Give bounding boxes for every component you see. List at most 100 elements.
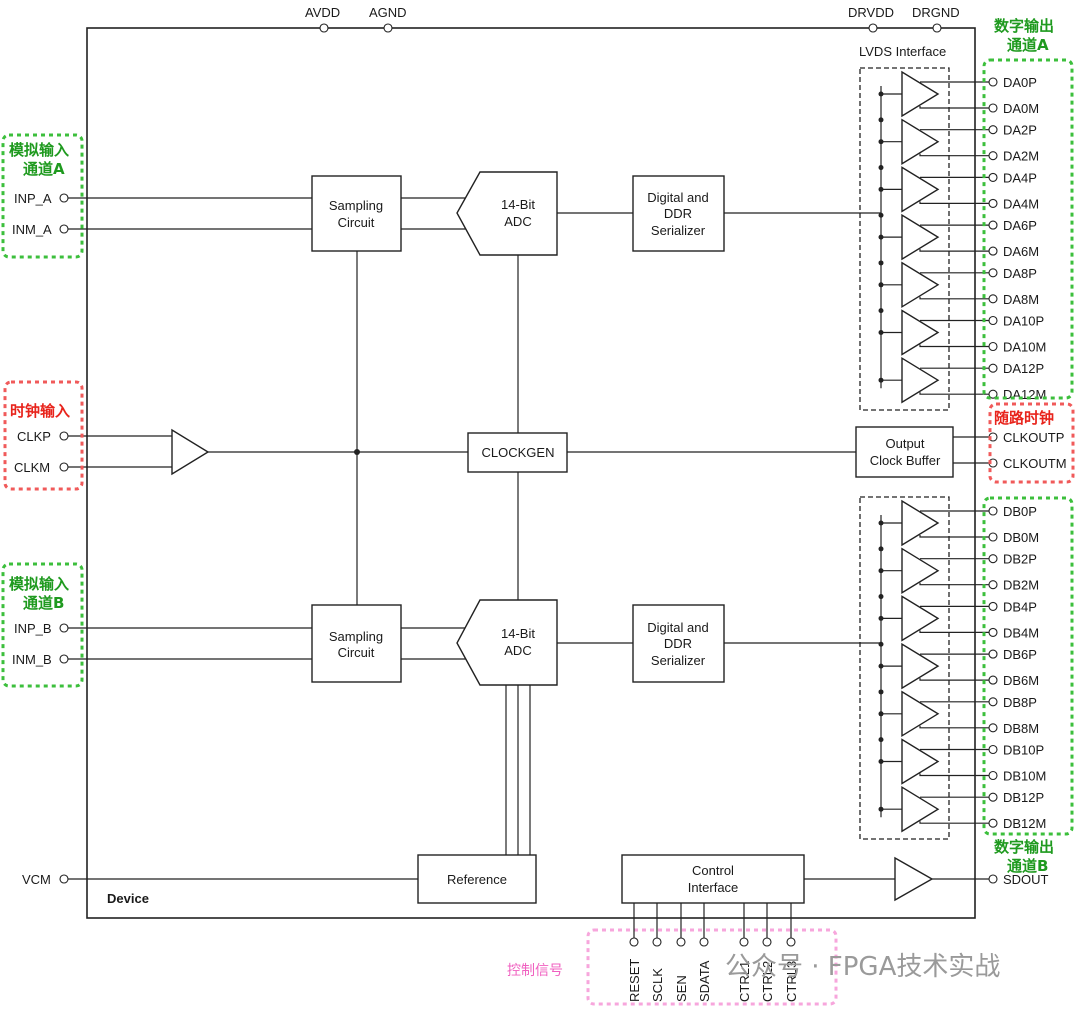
pin-drgnd	[932, 23, 942, 33]
pin-label-vcm: VCM	[22, 872, 51, 887]
lvds-a-driver	[901, 118, 940, 165]
annotation-digital-b-2: 通道B	[1007, 857, 1048, 875]
pin-ctrl2	[762, 937, 772, 947]
analog-b-highlight	[1, 562, 84, 688]
pin-label-db12p: DB12P	[1003, 790, 1044, 805]
pin-label-sen: SEN	[674, 975, 689, 1002]
clockgen-label: CLOCKGEN	[482, 445, 555, 460]
lvds-b-junction	[878, 594, 884, 600]
pin-label-clkoutp: CLKOUTP	[1003, 430, 1064, 445]
serializer-a-label-2: DDR	[664, 206, 692, 221]
pin-label-sdout: SDOUT	[1003, 872, 1049, 887]
adc-b-label-1: 14-Bit	[501, 626, 535, 641]
lvds-b-driver	[901, 642, 940, 690]
pin-sclk	[652, 937, 662, 947]
lvds-a-driver	[901, 356, 940, 404]
lvds-a-driver	[901, 261, 940, 309]
annotation-digital-a-1: 数字输出	[994, 17, 1054, 35]
lvds-a-junction	[878, 139, 884, 145]
channel-a: INP_A INM_A Sampling Circuit 14-Bit ADC …	[12, 171, 881, 256]
serializer-b-label-2: DDR	[664, 636, 692, 651]
clock-path: CLKP CLKM CLOCKGEN Output Clock Buffer C…	[14, 251, 1067, 605]
lvds-b-driver	[901, 785, 940, 833]
pin-label-clkoutm: CLKOUTM	[1003, 456, 1067, 471]
sampling-circuit-b	[311, 604, 402, 683]
serializer-a-label-3: Serializer	[651, 223, 706, 238]
pin-ctrl1	[739, 937, 749, 947]
annotation-control-signals: 控制信号	[507, 963, 563, 979]
lvds-a-junction	[878, 282, 884, 288]
clock-in-highlight	[3, 380, 84, 491]
clock-input-buffer	[171, 428, 210, 476]
watermark: 公众号 · FPGA技术实战	[725, 952, 1000, 982]
pin-label-inm-b: INM_B	[12, 652, 52, 667]
pin-label-da2m: DA2M	[1003, 149, 1039, 164]
pin-inm-b	[59, 654, 69, 664]
annotation-analog-b-2: 通道B	[23, 594, 64, 612]
pin-da6p	[988, 220, 998, 230]
clockgen	[467, 432, 568, 473]
output-clock-buffer-label-2: Clock Buffer	[870, 453, 941, 468]
lvds-interface-a: LVDS Interface DA0PDA0MDA2PDA2MDA4PDA4MD…	[859, 44, 1046, 411]
pin-da10m	[988, 341, 998, 352]
annotation-analog-a-1: 模拟输入	[9, 141, 69, 159]
annotations: 模拟输入 通道A 时钟输入 模拟输入 通道B 数字输出 通道A 随路时钟 数字输…	[1, 17, 1075, 1006]
lvds-a-junction	[878, 308, 884, 314]
lvds-b-junction	[878, 711, 884, 717]
pin-label-db4p: DB4P	[1003, 599, 1037, 614]
pin-label-db6p: DB6P	[1003, 647, 1037, 662]
control-interface: Control Interface SDOUT	[621, 854, 1049, 904]
lvds-a-junction	[878, 260, 884, 266]
sampling-a-label-1: Sampling	[329, 198, 383, 213]
pin-label-db10m: DB10M	[1003, 769, 1046, 784]
pin-db2m	[988, 580, 998, 590]
serializer-a	[632, 175, 725, 252]
lvds-a-dashed-box	[859, 67, 950, 411]
lvds-b-junction	[878, 641, 884, 647]
reference-label: Reference	[447, 872, 507, 887]
channel-b: INP_B INM_B Sampling Circuit 14-Bit ADC …	[12, 599, 881, 855]
pin-label-db4m: DB4M	[1003, 625, 1039, 640]
pin-da8m	[988, 294, 998, 304]
lvds-b-junction	[878, 568, 884, 574]
lvds-a-junction	[878, 165, 884, 171]
pin-label-avdd: AVDD	[305, 5, 340, 20]
pin-ctrl3	[786, 937, 796, 947]
pin-drvdd	[868, 23, 878, 33]
pin-sdata	[699, 937, 709, 947]
pin-label-da12p: DA12P	[1003, 361, 1044, 376]
device-outline	[86, 27, 976, 919]
pin-db8p	[988, 697, 998, 707]
lvds-a-driver	[901, 213, 940, 261]
pin-label-da10m: DA10M	[1003, 340, 1046, 355]
pin-label-da6m: DA6M	[1003, 244, 1039, 259]
pin-label-inp-a: INP_A	[14, 191, 52, 206]
pin-da4m	[988, 198, 998, 208]
pin-db10m	[988, 770, 998, 781]
pin-label-ctrl2: CTRL2	[760, 961, 775, 1002]
lvds-a-junction	[878, 330, 884, 335]
digital-a-highlight	[982, 58, 1074, 400]
lvds-b-driver	[901, 738, 940, 785]
annotation-digital-b-1: 数字输出	[994, 838, 1054, 856]
pin-label-db8p: DB8P	[1003, 695, 1037, 710]
pin-db8m	[988, 723, 998, 733]
clock-out-highlight	[988, 402, 1075, 484]
lvds-interface-b: DB0PDB0MDB2PDB2MDB4PDB4MDB6PDB6MDB8PDB8M…	[859, 496, 1046, 840]
pin-da12p	[988, 363, 998, 373]
pin-label-da8p: DA8P	[1003, 266, 1037, 281]
lvds-a-junction	[878, 91, 884, 97]
pin-db6p	[988, 649, 998, 659]
pin-da12m	[988, 389, 998, 399]
pin-label-db2m: DB2M	[1003, 578, 1039, 593]
pin-label-sdata: SDATA	[697, 960, 712, 1002]
lvds-b-junction	[878, 806, 884, 812]
adc-a-label-1: 14-Bit	[501, 197, 535, 212]
lvds-b-driver	[901, 595, 940, 642]
pin-label-da0m: DA0M	[1003, 101, 1039, 116]
output-clock-buffer-label-1: Output	[885, 436, 924, 451]
pin-sdout	[988, 874, 998, 884]
reference-block	[417, 854, 537, 904]
